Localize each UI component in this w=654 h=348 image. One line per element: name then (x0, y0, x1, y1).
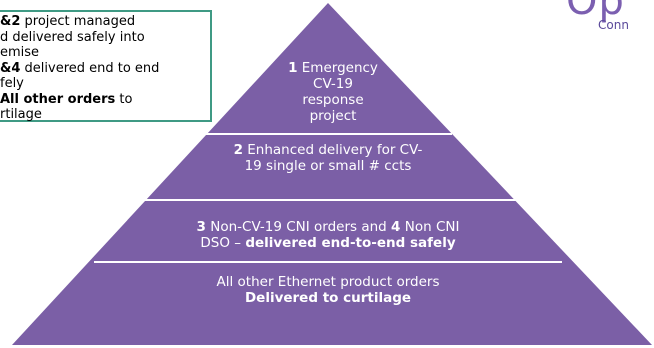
tier-2-text-1: Enhanced delivery for CV- (242, 142, 423, 158)
legend-line-3: emise (0, 45, 40, 60)
legend-line-7: rtilage (0, 107, 42, 122)
legend-text-4: delivered end to end (20, 60, 160, 76)
tier-1-text-1: Emergency (301, 60, 378, 76)
tier-3-text-1: Non-CV-19 CNI orders and (205, 219, 392, 235)
brand-logo: Op (566, 0, 625, 24)
tier-1-line-1: 1 Emergency (268, 60, 398, 76)
tier-4-number-inline: 4 (391, 219, 401, 235)
tier-1-label: 1 Emergency CV-19 response project (268, 60, 398, 124)
legend-box: &2 project managed d delivered safely in… (0, 10, 212, 122)
legend-line-4: &4 delivered end to end (0, 61, 206, 77)
tier-4-line-1: All other Ethernet product orders (216, 274, 440, 290)
tier-1-line-3: response (302, 92, 364, 108)
legend-line-6: All other orders to (0, 92, 206, 108)
tier-4-label: All other Ethernet product orders Delive… (128, 274, 528, 306)
tier-3-text-3: DSO – (200, 235, 246, 251)
tier-2-number: 2 (233, 142, 243, 158)
tier-2-line-1: 2 Enhanced delivery for CV- (198, 142, 458, 158)
legend-text-1: project managed (20, 14, 136, 29)
tier-1-line-2: CV-19 (313, 76, 353, 92)
tier-3-line-2: DSO – delivered end-to-end safely (128, 235, 528, 251)
tier-4-bold: Delivered to curtilage (244, 290, 412, 306)
tier-3-number: 3 (196, 219, 206, 235)
tier-3-label: 3 Non-CV-19 CNI orders and 4 Non CNI DSO… (128, 219, 528, 251)
tier-2-label: 2 Enhanced delivery for CV- 19 single or… (198, 142, 458, 174)
legend-bold-1: &2 (0, 14, 21, 29)
tier-1-number: 1 (288, 60, 298, 76)
legend-line-5: fely (0, 76, 24, 91)
legend-bold-6: All other orders (0, 91, 116, 107)
pyramid-shape (12, 3, 652, 345)
legend-line-2: d delivered safely into (0, 29, 145, 45)
tier-3-text-2: Non CNI (400, 219, 460, 235)
tier-2-line-2: 19 single or small # ccts (244, 158, 412, 174)
legend-text-6: to (115, 91, 133, 107)
tier-3-bold: delivered end-to-end safely (245, 235, 456, 251)
tier-1-line-4: project (309, 108, 357, 124)
brand-tagline: Conn (598, 18, 629, 32)
tier-3-line-1: 3 Non-CV-19 CNI orders and 4 Non CNI (128, 219, 528, 235)
legend-bold-4: &4 (0, 60, 21, 76)
tier-4-line-2: Delivered to curtilage (128, 290, 528, 306)
legend-line-1: &2 project managed (0, 14, 206, 30)
